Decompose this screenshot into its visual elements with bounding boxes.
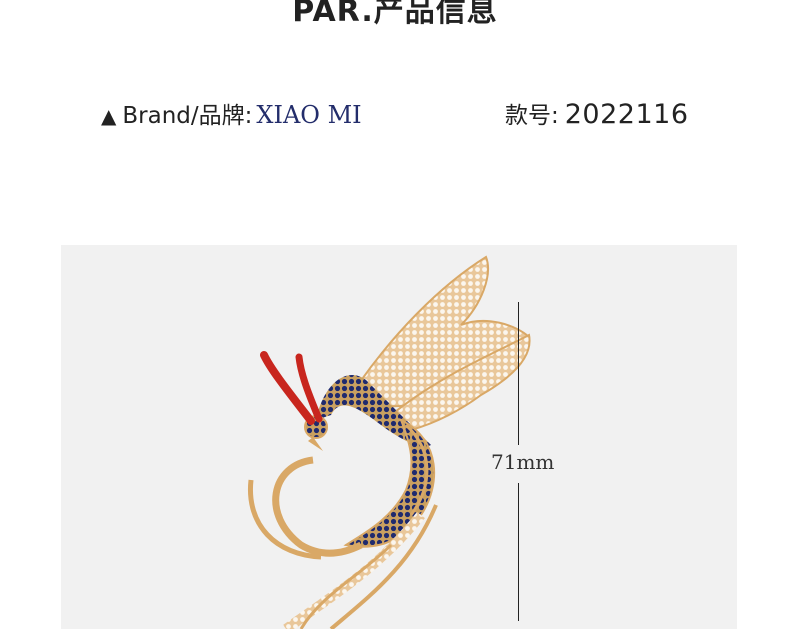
brand-value: XIAO MI bbox=[256, 101, 362, 129]
model-label: 款号: bbox=[505, 103, 559, 129]
triangle-icon: ▲ bbox=[101, 104, 117, 128]
tail-curl-inner bbox=[272, 456, 363, 557]
beak bbox=[308, 437, 323, 451]
body bbox=[343, 417, 436, 548]
tail-curl-outer bbox=[247, 479, 322, 560]
product-photo: 71mm bbox=[61, 245, 737, 629]
body-outline bbox=[404, 423, 429, 516]
red-crest-left bbox=[260, 351, 315, 425]
dimension-line-top bbox=[518, 302, 519, 445]
page-title: PAR.产品信息 bbox=[292, 0, 498, 29]
tail-plume-3 bbox=[299, 543, 393, 629]
lower-wing bbox=[389, 333, 531, 432]
red-crest-right bbox=[295, 353, 323, 423]
tail-plume-1 bbox=[283, 511, 425, 629]
brand-block: ▲Brand/品牌:XIAO MI bbox=[101, 96, 362, 130]
dimension-label: 71mm bbox=[491, 450, 555, 474]
model-block: 款号:2022116 bbox=[505, 96, 689, 130]
phoenix-brooch-image bbox=[247, 255, 531, 629]
product-info-row: ▲Brand/品牌:XIAO MI 款号:2022116 bbox=[0, 96, 790, 132]
model-value: 2022116 bbox=[564, 99, 689, 130]
brand-label: Brand/品牌: bbox=[122, 103, 253, 129]
tail-plume-2 bbox=[329, 504, 438, 629]
neck bbox=[316, 374, 431, 447]
dimension-line-bottom bbox=[518, 483, 519, 621]
